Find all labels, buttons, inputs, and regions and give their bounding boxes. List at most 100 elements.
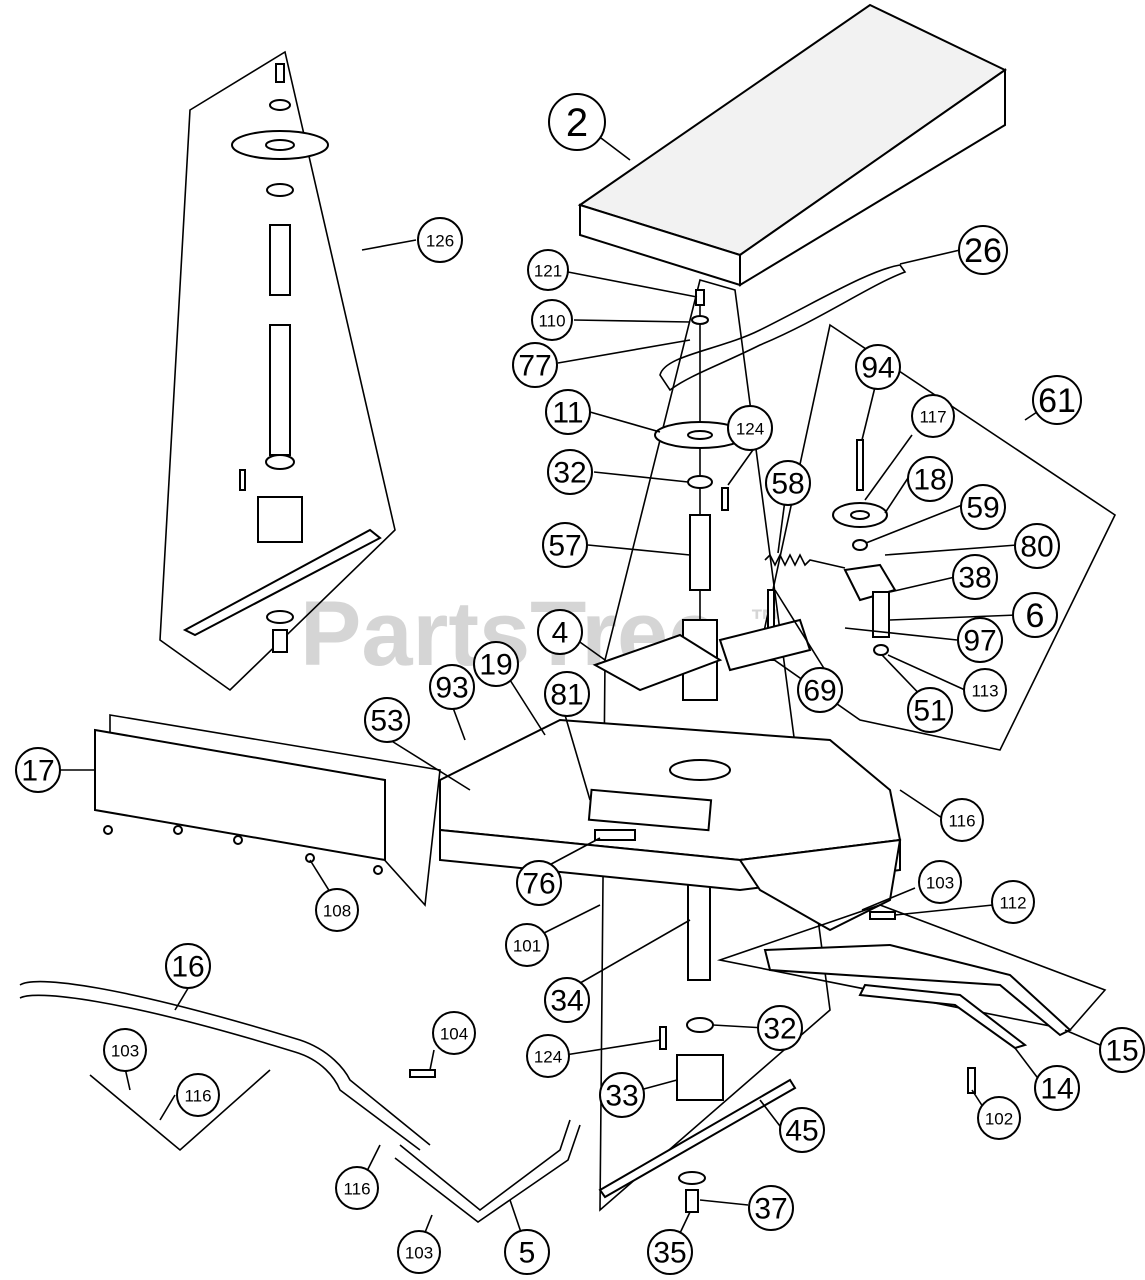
callout-c76: 76 bbox=[516, 860, 562, 906]
callout-circle bbox=[765, 460, 811, 506]
bolt-104 bbox=[409, 1069, 436, 1078]
cover-side bbox=[739, 68, 1006, 287]
callout-label: 53 bbox=[370, 705, 403, 738]
callout-c93: 93 bbox=[429, 664, 475, 710]
callout-circle bbox=[599, 1072, 645, 1118]
leader-101 bbox=[539, 904, 601, 936]
leader-53 bbox=[389, 739, 471, 791]
callout-circle bbox=[545, 389, 591, 435]
leader-37 bbox=[699, 1199, 749, 1206]
leader-116b bbox=[159, 1094, 176, 1121]
bearing-top bbox=[266, 183, 294, 197]
handle-5 bbox=[399, 1119, 571, 1212]
key-124a bbox=[721, 487, 729, 511]
leader-38 bbox=[889, 576, 956, 593]
callout-circle bbox=[432, 1011, 476, 1055]
leader-69 bbox=[774, 589, 826, 671]
housing-cover bbox=[577, 3, 1007, 287]
callout-label: 121 bbox=[534, 262, 562, 281]
callout-c11: 11 bbox=[545, 389, 591, 435]
callout-circle bbox=[512, 342, 558, 388]
leader-32b bbox=[712, 1024, 766, 1029]
callout-circle bbox=[748, 1185, 794, 1231]
callout-circle bbox=[544, 977, 590, 1023]
callout-label: 77 bbox=[518, 350, 551, 383]
callout-label: 113 bbox=[971, 682, 998, 701]
callout-c97: 97 bbox=[957, 617, 1003, 663]
nut-c bbox=[233, 835, 243, 845]
spindle-housing-33 bbox=[676, 1054, 724, 1101]
callout-circle bbox=[957, 617, 1003, 663]
callout-c15: 15 bbox=[1099, 1027, 1145, 1073]
washer-top bbox=[269, 99, 291, 111]
leader-6 bbox=[889, 614, 1018, 621]
callout-circle bbox=[537, 609, 583, 655]
handles bbox=[19, 911, 976, 1223]
callout-label: 81 bbox=[550, 679, 583, 712]
callout-circle bbox=[335, 1166, 379, 1210]
callout-c124b: 124 bbox=[526, 1034, 570, 1078]
callout-label: 32 bbox=[763, 1013, 796, 1046]
callout-label: 80 bbox=[1020, 531, 1053, 564]
callout-c32a: 32 bbox=[547, 449, 593, 495]
leader-81 bbox=[564, 714, 591, 801]
pulley-hub bbox=[265, 139, 295, 151]
callout-label: 45 bbox=[785, 1115, 818, 1148]
callout-label: 104 bbox=[440, 1025, 468, 1044]
callout-c69: 69 bbox=[797, 667, 843, 713]
leader-16 bbox=[174, 984, 191, 1011]
spacer-57 bbox=[689, 514, 711, 591]
leader-11 bbox=[589, 411, 661, 433]
callout-c112: 112 bbox=[991, 880, 1035, 924]
leader-103a bbox=[861, 887, 916, 911]
washer-bottom bbox=[266, 610, 294, 624]
leader-112 bbox=[894, 904, 994, 916]
callout-c26: 26 bbox=[958, 225, 1008, 275]
leader-113 bbox=[887, 654, 966, 691]
callout-circle bbox=[940, 798, 984, 842]
callout-label: 5 bbox=[519, 1237, 536, 1270]
leader-117 bbox=[864, 434, 913, 501]
idler-hub bbox=[850, 510, 870, 520]
callout-label: 124 bbox=[736, 420, 764, 439]
callout-c103b: 103 bbox=[103, 1028, 147, 1072]
pulley-11-hub bbox=[687, 430, 713, 440]
spindle-assembly-126 bbox=[159, 50, 417, 692]
callout-circle bbox=[779, 1107, 825, 1153]
leader-77 bbox=[557, 339, 691, 364]
spacer-lower bbox=[269, 324, 291, 456]
callout-label: 51 bbox=[913, 695, 946, 728]
bushing-51 bbox=[873, 644, 889, 656]
handle-16 bbox=[19, 980, 431, 1146]
callout-c16: 16 bbox=[165, 943, 211, 989]
callout-c124a: 124 bbox=[727, 405, 773, 451]
key-124b bbox=[659, 1026, 667, 1050]
callout-c103a: 103 bbox=[918, 860, 962, 904]
leader-34 bbox=[567, 919, 691, 991]
leader-110 bbox=[573, 319, 691, 323]
leader-93 bbox=[451, 704, 466, 741]
bolt-top bbox=[275, 63, 285, 83]
callout-c6: 6 bbox=[1012, 592, 1058, 638]
callout-circle bbox=[911, 394, 955, 438]
callout-label: 103 bbox=[405, 1244, 433, 1263]
callout-label: 103 bbox=[926, 874, 954, 893]
callout-circle bbox=[1099, 1027, 1145, 1073]
callout-label: 16 bbox=[171, 951, 204, 984]
callout-c5: 5 bbox=[504, 1229, 550, 1275]
callout-label: 4 bbox=[552, 617, 569, 650]
handle-16-inner bbox=[19, 994, 421, 1151]
nut-b bbox=[173, 825, 183, 835]
callout-label: 76 bbox=[522, 868, 555, 901]
washer-110 bbox=[691, 315, 709, 325]
spacer-34 bbox=[687, 879, 711, 981]
callout-circle bbox=[797, 667, 843, 713]
callout-circle bbox=[417, 217, 463, 263]
callout-label: 17 bbox=[21, 755, 54, 788]
bolt-35 bbox=[685, 1189, 699, 1213]
callout-circle bbox=[505, 923, 549, 967]
leader-45 bbox=[759, 1099, 784, 1131]
callout-c103c: 103 bbox=[397, 1230, 441, 1274]
pivot-6 bbox=[872, 591, 890, 638]
callout-label: 116 bbox=[948, 812, 975, 831]
